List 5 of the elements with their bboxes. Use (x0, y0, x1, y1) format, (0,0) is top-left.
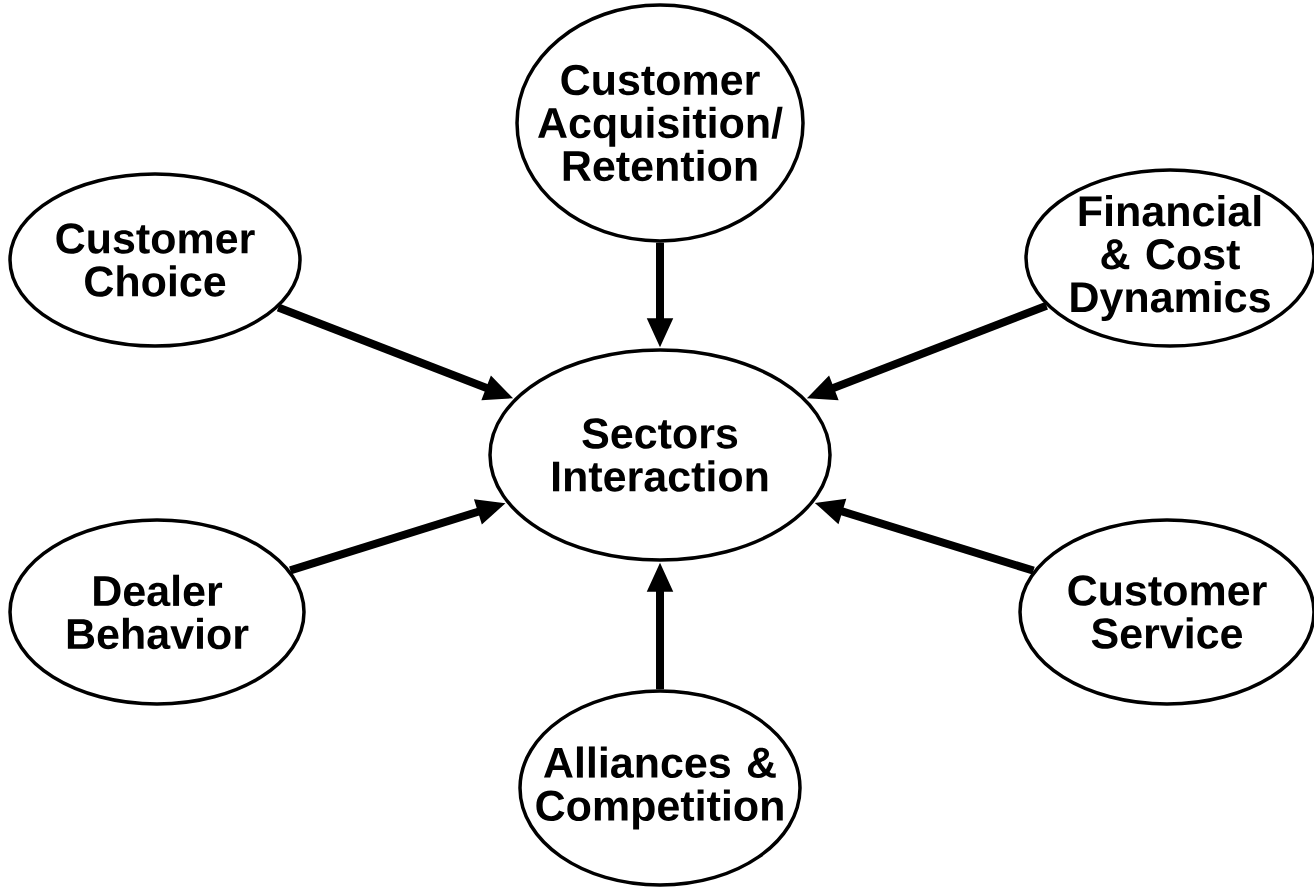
ellipse-node: Customer Choice (8, 172, 302, 348)
ellipse-node: Dealer Behavior (8, 518, 306, 706)
ellipse-node: Alliances & Competition (518, 689, 802, 887)
ellipse-node: Sectors Interaction (488, 348, 832, 562)
ellipse-node: Customer Acquisition/ Retention (515, 3, 805, 243)
